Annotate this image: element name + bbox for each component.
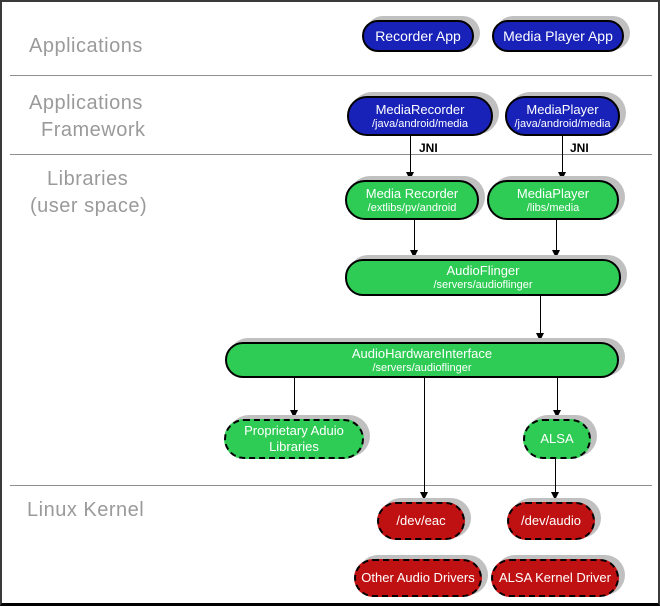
- node-title: /dev/eac: [396, 513, 446, 528]
- node-subtitle: /java/android/media: [371, 117, 468, 130]
- arrow-ahi-to-dev-eac: [420, 378, 428, 500]
- layer-label-libraries: Libraries (user space): [30, 166, 147, 220]
- node-subtitle: /servers/audioflinger: [372, 361, 472, 374]
- node-title: Recorder App: [375, 27, 461, 44]
- node-media-recorder-lib: Media Recorder /extlibs/pv/android: [345, 180, 479, 220]
- node-media-player-app: Media Player App: [492, 20, 624, 52]
- node-proprietary-audio-libraries: Proprietary Aduio Libraries: [224, 419, 364, 459]
- arrow-mediarecorder-to-audioflinger: [410, 220, 418, 258]
- layer-label-line: Applications: [29, 35, 143, 57]
- node-title: ALSA: [540, 431, 574, 446]
- arrow-jni-mediarecorder: [406, 136, 414, 180]
- node-title: AudioHardwareInterface: [351, 345, 493, 361]
- node-title: ALSA Kernel Driver: [499, 570, 611, 585]
- layer-label-applications-framework: Applications Framework: [29, 90, 146, 144]
- node-dev-audio: /dev/audio: [507, 502, 595, 540]
- layer-label-line: (user space): [30, 195, 148, 217]
- node-mediarecorder-framework: MediaRecorder /java/android/media: [347, 96, 493, 136]
- divider-libraries-kernel: [10, 485, 652, 486]
- arrow-ahi-to-proprietary: [290, 378, 298, 418]
- node-audiohardwareinterface: AudioHardwareInterface /servers/audiofli…: [225, 342, 619, 378]
- node-title: Libraries: [269, 439, 319, 454]
- node-title: MediaPlayer: [526, 101, 599, 117]
- divider-framework-libraries: [10, 154, 652, 155]
- node-subtitle: /java/android/media: [514, 117, 611, 130]
- node-audioflinger: AudioFlinger /servers/audioflinger: [345, 259, 621, 296]
- arrow-ahi-to-alsa: [553, 378, 561, 418]
- node-title: Media Player App: [503, 27, 613, 44]
- jni-label-left: JNI: [419, 141, 438, 155]
- jni-label-right: JNI: [570, 141, 589, 155]
- node-subtitle: /servers/audioflinger: [433, 279, 533, 291]
- layer-label-line: Framework: [41, 119, 146, 141]
- node-title: Proprietary Aduio: [244, 423, 344, 438]
- node-mediaplayer-lib: MediaPlayer /libs/media: [487, 180, 619, 220]
- node-subtitle: /libs/media: [526, 201, 580, 214]
- arrow-mediaplayer-to-audioflinger: [552, 220, 560, 258]
- layer-label-line: Applications: [29, 92, 143, 114]
- node-alsa: ALSA: [523, 419, 591, 459]
- node-title: MediaRecorder: [375, 101, 465, 117]
- node-recorder-app: Recorder App: [362, 20, 474, 52]
- node-title: Media Recorder: [365, 185, 459, 201]
- node-title: MediaPlayer: [516, 185, 590, 201]
- node-title: /dev/audio: [521, 513, 581, 528]
- divider-applications-framework: [10, 75, 652, 76]
- node-subtitle: /extlibs/pv/android: [367, 201, 457, 214]
- layer-label-applications: Applications: [29, 33, 143, 60]
- node-dev-eac: /dev/eac: [377, 502, 465, 540]
- node-mediaplayer-framework: MediaPlayer /java/android/media: [505, 96, 620, 136]
- arrow-audioflinger-to-ahi: [536, 296, 544, 341]
- layer-label-line: Libraries: [47, 168, 129, 190]
- node-title: Other Audio Drivers: [361, 570, 475, 585]
- layer-label-line: Linux Kernel: [27, 499, 145, 521]
- layer-label-linux-kernel: Linux Kernel: [27, 497, 144, 524]
- node-title: AudioFlinger: [446, 263, 520, 278]
- arrow-jni-mediaplayer: [558, 136, 566, 180]
- node-alsa-kernel-driver: ALSA Kernel Driver: [491, 559, 619, 597]
- arrow-alsa-to-dev-audio: [551, 459, 559, 500]
- node-other-audio-drivers: Other Audio Drivers: [354, 559, 482, 597]
